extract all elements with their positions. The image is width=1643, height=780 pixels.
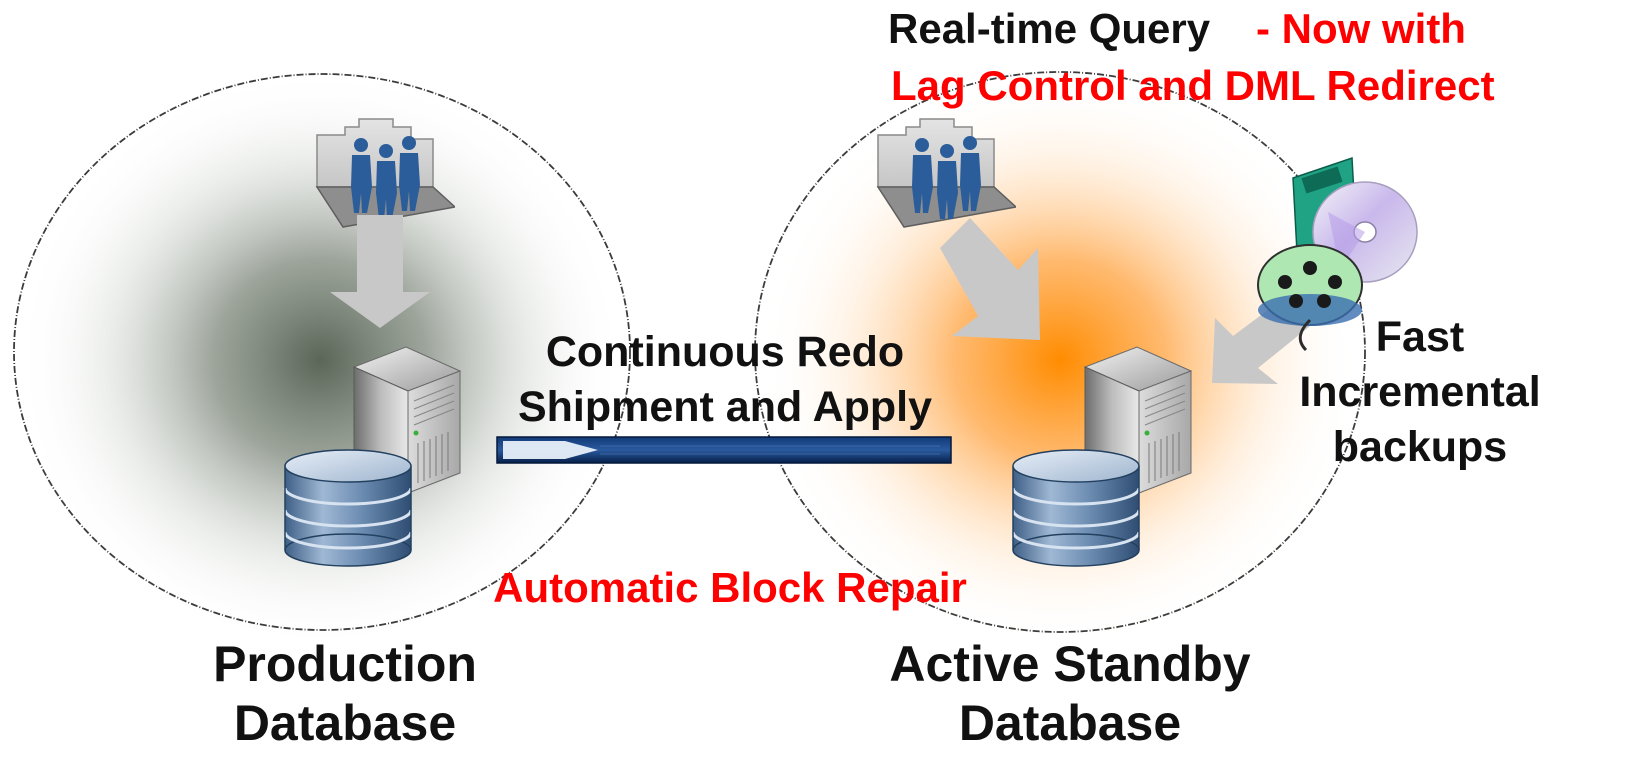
production-label-line2: Database bbox=[233, 695, 457, 751]
backups-label-line3: backups bbox=[1332, 423, 1508, 471]
backup-media-icon bbox=[1257, 156, 1418, 352]
lag-control-label: Lag Control and DML Redirect bbox=[891, 62, 1495, 109]
arrow-icon bbox=[940, 218, 1040, 340]
block-repair-label: Automatic Block Repair bbox=[493, 564, 967, 611]
backups-label-line1: Fast bbox=[1375, 313, 1465, 361]
standby-label-line1: Active Standby bbox=[889, 636, 1251, 692]
production-label-line1: Production bbox=[213, 636, 477, 692]
redo-direction-arrow-icon bbox=[503, 441, 598, 459]
database-icon bbox=[1011, 448, 1141, 568]
database-icon bbox=[283, 448, 413, 568]
redo-label-line2: Shipment and Apply bbox=[517, 383, 933, 431]
production-glow bbox=[13, 70, 631, 650]
redo-label-line1: Continuous Redo bbox=[545, 328, 905, 376]
now-with-label: - Now with bbox=[1256, 5, 1466, 52]
realtime-query-label: Real-time Query bbox=[888, 5, 1211, 52]
backups-label-line2: Incremental bbox=[1299, 368, 1541, 416]
standby-label-line2: Database bbox=[958, 695, 1182, 751]
arrow-icon bbox=[330, 215, 430, 328]
redo-pipe bbox=[496, 436, 952, 464]
